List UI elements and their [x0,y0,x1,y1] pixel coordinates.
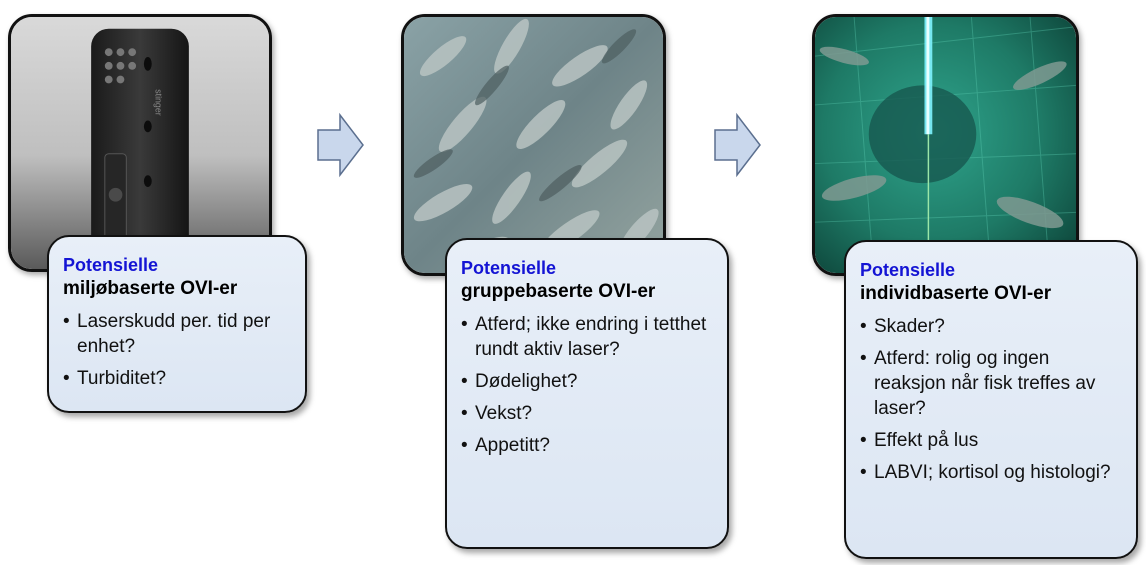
card-subtitle: individbaserte OVI-er [860,283,1052,304]
list-item: Laserskudd per. tid per enhet? [63,309,291,359]
laser-fish-photo [812,14,1079,276]
list-item: LABVI; kortisol og histologi? [860,460,1122,485]
card-subtitle: gruppebaserte OVI-er [461,281,656,302]
card-title: Potensielle [461,258,557,278]
arrow-right-icon [714,112,761,178]
card-title: Potensielle [63,255,159,275]
card-item-list: Laserskudd per. tid per enhet? Turbidite… [63,309,291,391]
list-item: Vekst? [461,401,713,426]
svg-text:stinger: stinger [154,89,164,115]
card-group-ovi: Potensielle gruppebaserte OVI-er Atferd;… [445,238,729,549]
card-title: Potensielle [860,260,956,280]
card-subtitle: miljøbaserte OVI-er [63,278,238,299]
fish-school-photo [401,14,666,276]
list-item: Dødelighet? [461,369,713,394]
list-item: Atferd; ikke endring i tetthet rundt akt… [461,312,713,362]
list-item: Skader? [860,314,1122,339]
arrow-right-icon [317,112,364,178]
card-item-list: Skader? Atferd: rolig og ingen reaksjon … [860,314,1122,485]
list-item: Turbiditet? [63,366,291,391]
list-item: Atferd: rolig og ingen reaksjon når fisk… [860,346,1122,421]
device-photo: stinger [8,14,272,272]
card-individual-ovi: Potensielle individbaserte OVI-er Skader… [844,240,1138,559]
list-item: Appetitt? [461,433,713,458]
card-environment-ovi: Potensielle miljøbaserte OVI-er Lasersku… [47,235,307,413]
card-item-list: Atferd; ikke endring i tetthet rundt akt… [461,312,713,458]
list-item: Effekt på lus [860,428,1122,453]
